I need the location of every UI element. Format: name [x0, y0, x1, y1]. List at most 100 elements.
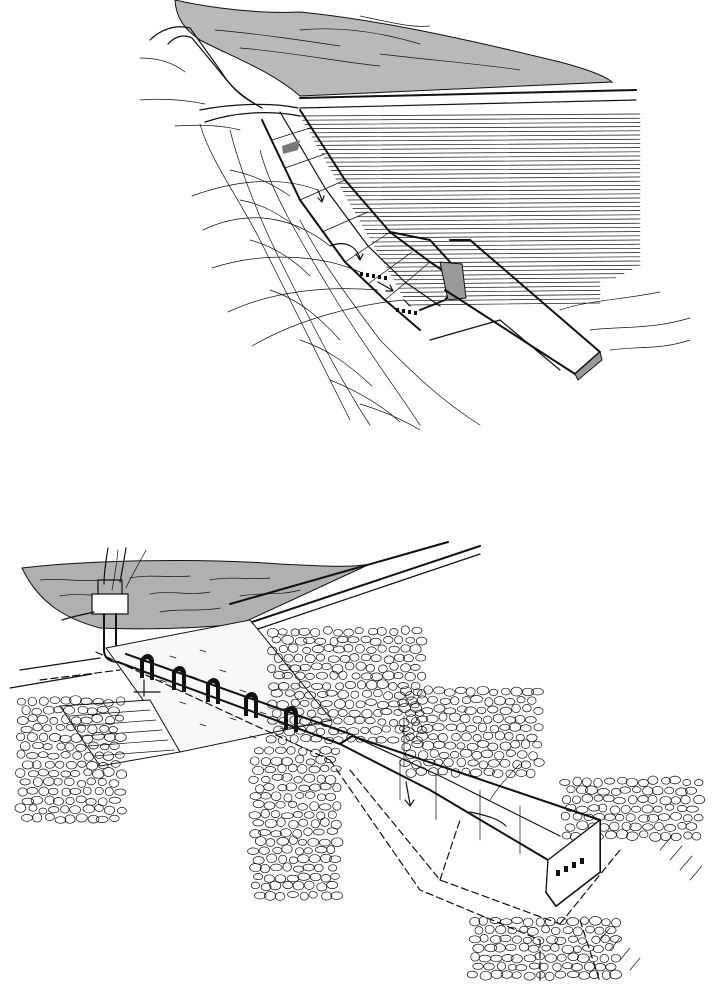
rock	[321, 701, 333, 707]
rock	[306, 673, 315, 679]
rock	[477, 741, 489, 748]
rock	[401, 626, 409, 635]
rock	[468, 760, 478, 766]
rock	[96, 816, 108, 822]
rock	[389, 683, 398, 691]
rock	[497, 962, 505, 970]
rock	[65, 743, 74, 751]
rock	[512, 936, 521, 943]
rock	[298, 855, 310, 863]
rock	[50, 717, 58, 724]
rock	[605, 831, 616, 839]
rock	[289, 836, 297, 845]
rock	[594, 778, 603, 787]
rock	[20, 779, 30, 785]
rock	[483, 716, 492, 723]
water-line	[338, 181, 640, 183]
rock	[315, 638, 326, 644]
rock	[352, 673, 360, 679]
rock	[295, 672, 305, 680]
rock	[439, 713, 447, 721]
rock	[416, 767, 427, 775]
rock	[526, 769, 535, 778]
rock	[389, 646, 399, 653]
rock	[671, 833, 681, 841]
rock	[478, 723, 486, 732]
rock	[519, 943, 529, 951]
rock	[109, 797, 120, 803]
rock	[370, 638, 381, 645]
rock	[304, 828, 313, 836]
rock	[404, 655, 414, 662]
water-line	[394, 278, 616, 280]
rock	[579, 972, 590, 980]
rock	[462, 697, 471, 704]
water-line	[396, 282, 600, 284]
rock	[598, 788, 610, 795]
rock	[48, 753, 59, 759]
rock	[416, 654, 426, 661]
rock	[632, 787, 641, 793]
rock	[411, 664, 421, 670]
rock	[516, 965, 527, 971]
rock	[536, 918, 544, 926]
rock	[33, 778, 42, 787]
rock	[317, 883, 327, 891]
water-line	[406, 299, 600, 301]
water-line	[343, 190, 640, 192]
rock	[506, 750, 515, 757]
rock	[277, 818, 285, 827]
rock	[460, 749, 472, 757]
rock	[483, 732, 493, 739]
rock	[565, 824, 575, 831]
rock	[601, 935, 610, 943]
rock	[275, 892, 284, 900]
rock	[297, 765, 307, 774]
rock	[299, 785, 310, 791]
rock	[488, 743, 498, 751]
rock	[681, 795, 690, 804]
rock	[377, 627, 386, 635]
rock	[249, 776, 258, 783]
rock	[282, 635, 294, 644]
rock	[327, 881, 338, 888]
rock	[303, 864, 314, 871]
rock	[317, 728, 325, 735]
rock	[477, 686, 489, 695]
rock	[317, 775, 325, 783]
water-line	[403, 295, 600, 297]
rock	[433, 741, 444, 748]
rock	[298, 804, 308, 811]
rock	[462, 733, 472, 741]
water-line	[372, 240, 640, 242]
rock	[27, 733, 37, 742]
rock	[610, 970, 622, 979]
rock	[278, 764, 287, 772]
water-line	[355, 211, 640, 213]
rock	[317, 812, 325, 820]
rock	[289, 820, 299, 828]
rock	[328, 656, 339, 663]
rock	[692, 832, 701, 840]
rock	[390, 662, 399, 670]
rock	[553, 963, 562, 971]
rock	[293, 830, 302, 839]
rock	[445, 742, 456, 749]
rock	[287, 875, 299, 882]
rock	[295, 848, 303, 855]
rock	[604, 814, 615, 821]
rock	[648, 776, 658, 784]
rock	[677, 805, 687, 811]
rock	[534, 707, 543, 714]
rock	[412, 723, 422, 732]
rock	[64, 778, 74, 786]
rock	[324, 645, 334, 652]
rock	[275, 747, 286, 754]
rock	[488, 760, 499, 767]
water-line	[360, 219, 640, 221]
rock	[328, 811, 336, 819]
rock	[488, 706, 498, 713]
rock	[665, 804, 674, 810]
rock	[528, 697, 537, 705]
rock	[349, 710, 360, 717]
